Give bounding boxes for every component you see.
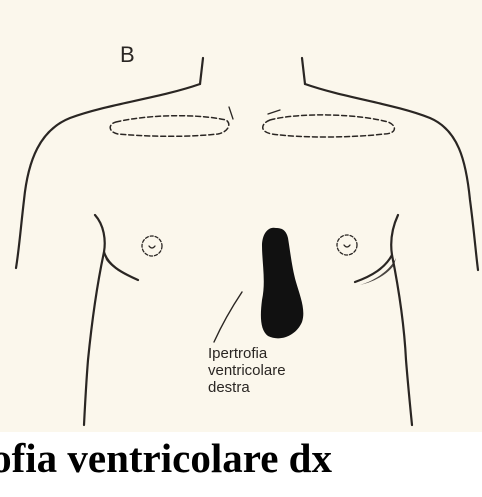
annotation-line-1: Ipertrofia	[208, 345, 286, 362]
annotation-label: Ipertrofia ventricolare destra	[208, 345, 286, 396]
slide-caption: trofia ventricolare dx	[0, 434, 332, 482]
annotation-line-3: destra	[208, 379, 286, 396]
anatomical-figure: B Ipertrofia ventricolare destra	[0, 0, 482, 432]
caption-bar: trofia ventricolare dx	[0, 432, 482, 497]
annotation-line-2: ventricolare	[208, 362, 286, 379]
panel-letter: B	[120, 44, 135, 66]
